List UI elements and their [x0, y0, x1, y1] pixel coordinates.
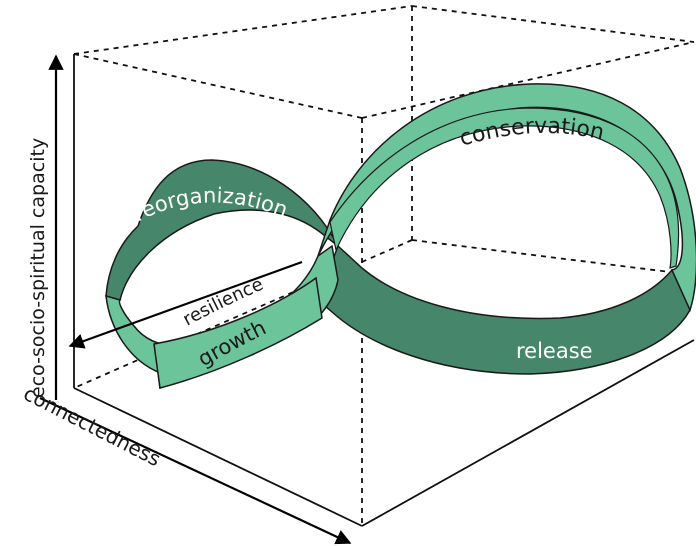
conservation-band-inner [329, 107, 680, 269]
release-label: release [516, 339, 593, 363]
x-axis-arrow [39, 397, 352, 545]
cube-visible-edges [73, 54, 695, 527]
release-band [317, 244, 691, 375]
x-axis-label: connectedness [20, 381, 165, 471]
reorganization-band [105, 159, 339, 301]
resilience-arrow [68, 260, 303, 349]
cube-hidden-edges [73, 5, 695, 526]
cube-wireframe [73, 5, 695, 527]
growth-band-front [153, 276, 323, 389]
y-axis-label: eco-socio-spiritual capacity [27, 138, 49, 398]
